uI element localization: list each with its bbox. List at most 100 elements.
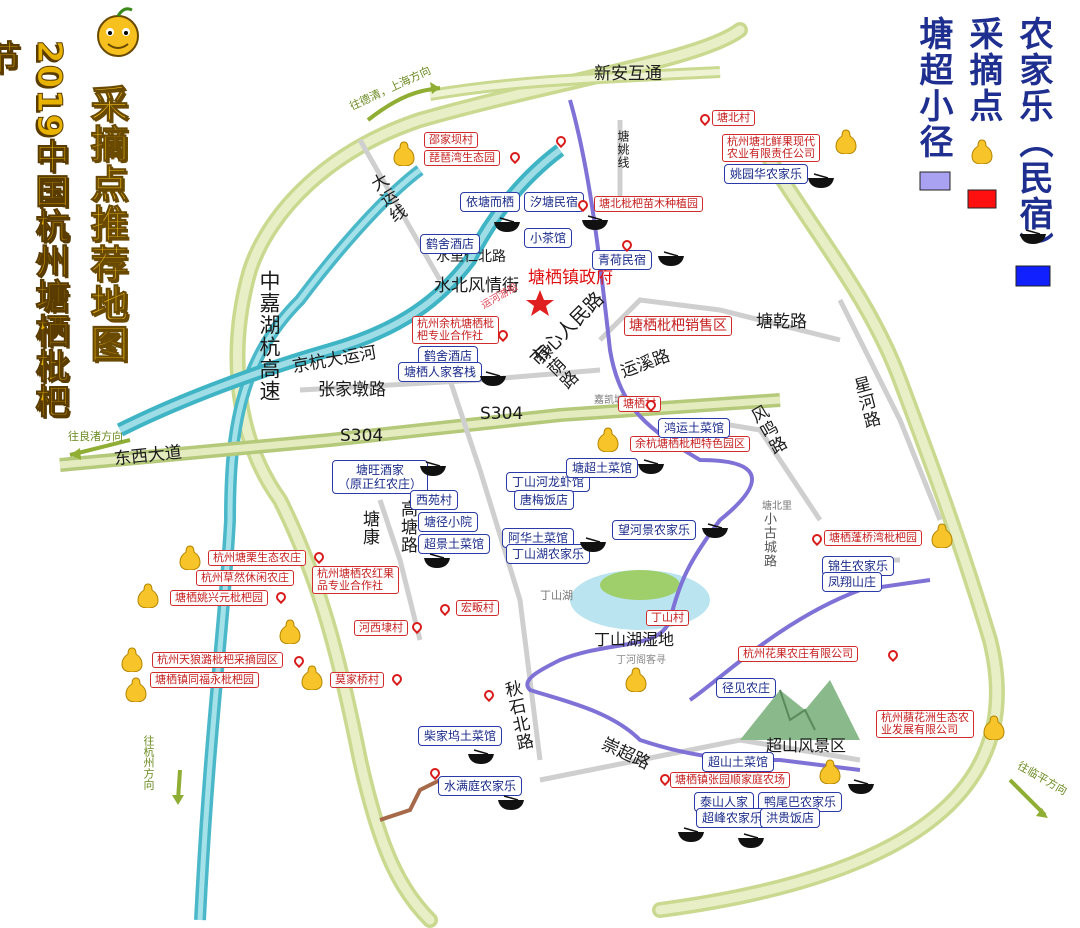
road-tangkang: 塘康 [359,510,379,546]
farm-label: 塘栖镇同福永枇杷园 [150,672,259,688]
direction-hangzhou: 往杭州方向 [142,735,155,790]
legend-pear-icon [971,139,993,164]
ring-road-inner [233,25,745,925]
bowl-icon [420,461,446,476]
inn-label: 超峰农家乐 [696,808,769,828]
road-xiaogu: 小古城路 [761,512,776,568]
inn-label: 鸿运土菜馆 [658,418,731,438]
pear-icon [301,665,323,690]
pear-icon [625,667,647,692]
bowl-icon [808,173,834,188]
bowl-icon [848,779,874,794]
bowl-icon [580,537,606,552]
farm-label: 塘栖镇张园顺家庭农场 [670,772,790,788]
road-zhangjiadun: 张家墩路 [318,380,386,400]
inn-label: 阿华土菜馆 [502,528,575,548]
inn-label: 径见农庄 [716,678,777,698]
farm-label: 余杭塘栖枇杷特色园区 [630,436,750,452]
farm-label: 塘栖蓬桥湾枇杷园 [824,530,922,546]
mascot-icon [97,7,139,57]
bowl-icon [494,217,520,232]
inn-label: 汐塘民宿 [524,192,585,212]
farm-label: 杭州余杭塘栖枇 杷专业合作社 [412,316,499,344]
inn-label: 小茶馆 [524,228,573,248]
farm-label: 杭州天狼潞枇杷采摘园区 [152,652,283,668]
farm-label: 莫家桥村 [330,672,384,688]
legend-swatch-trail [919,171,951,191]
inn-label: 超山土菜馆 [702,752,775,772]
inn-label: 凤翔山庄 [822,572,883,592]
arrow-linping [1008,778,1047,817]
legend-swatch-pick [967,189,997,209]
road-s304-left: S304 [340,426,384,446]
farm-label: 琵琶湾生态园 [424,150,500,166]
road-tangyao: 塘姚线 [616,130,630,169]
farm-label: 宏畈村 [456,600,499,616]
inn-label: 丁山湖农家乐 [506,544,591,564]
farm-label: 杭州塘北鲜果现代 农业有限责任公司 [722,134,820,162]
rust-road [379,778,441,822]
inn-label: 唐梅饭店 [514,490,575,510]
pear-icon [137,583,159,608]
farm-label: 杭州草然休闲农庄 [196,570,294,586]
farm-label: 塘栖姚兴元枇杷园 [170,590,268,606]
inn-label: 鹤舍酒店 [418,346,479,366]
inn-label: 泰山人家 [694,792,755,812]
road-tangqian: 塘乾路 [756,312,807,332]
government-star [526,290,554,316]
bowl-icon [424,553,450,568]
farm-label: 塘北村 [712,110,755,126]
bowl-icon [738,833,764,848]
road-xinan: 新安互通 [594,64,662,84]
road-dingshan-lake: 丁山湖 [540,589,573,602]
bowl-icon [678,827,704,842]
bowl-icon [702,523,728,538]
legend-swatch-inn [1015,265,1051,287]
inn-label: 水满庭农家乐 [438,776,523,796]
government-label: 塘栖镇政府 [528,268,613,288]
bowl-icon [582,215,608,230]
title-festival-name: 2019中国杭州塘栖枇杷节 [0,40,70,420]
pear-icon [393,141,415,166]
pear-icon [597,427,619,452]
pear-icon [819,759,841,784]
pear-icon [983,715,1005,740]
inn-label: 超景土菜馆 [418,534,491,554]
inn-label: 依塘而栖 [460,192,521,212]
east-ring-road-inner [655,155,1002,915]
inn-label: 洪贵饭店 [760,808,821,828]
legend-inn-label: 农家乐（民宿） [1013,16,1053,268]
tangchao-trail [525,99,861,772]
farm-label: 杭州塘栗生态农庄 [208,550,306,566]
chaoshan-mountain [740,680,860,740]
pear-icon [835,129,857,154]
dingshan-wetland-label: 丁山湖湿地 [594,630,675,649]
direction-liangzhu: 往良渚方向 [68,430,123,443]
bowl-icon [468,749,494,764]
bowl-icon [498,795,524,810]
legend-pick-label: 采摘点 [963,16,1003,124]
bowl-icon [638,459,664,474]
farm-label: 杭州花果农庄有限公司 [738,646,858,662]
legend-trail-label: 塘超小径 [913,16,953,160]
bowl-icon [658,251,684,266]
chaoshan-label: 超山风景区 [766,736,847,755]
farm-label: 杭州塘栖农红果 品专业合作社 [312,566,399,594]
inn-label: 塘径小院 [418,512,479,532]
farm-label: 杭州蘋花洲生态农 业发展有限公司 [876,710,974,738]
road-tangbei: 塘北里 [762,501,792,512]
pear-icon [125,677,147,702]
road-zhongjia: 中嘉湖杭高速 [257,270,281,402]
inn-label: 鹤舍酒店 [420,234,481,254]
road-jiahe: 嘉凯城 [594,395,624,406]
dingshan-note: 丁河阁客寻 [616,655,666,666]
inn-label: 青荷民宿 [592,250,653,270]
farm-label: 塘北枇杷苗木种植园 [594,196,703,212]
bowl-icon [480,371,506,386]
inn-label: 姚园华农家乐 [724,164,809,184]
farm-label: 河西埭村 [354,620,408,636]
inn-label: 望河景农家乐 [612,520,697,540]
farm-label: 丁山村 [646,610,689,626]
inn-label: 塘栖人家客栈 [398,362,483,382]
